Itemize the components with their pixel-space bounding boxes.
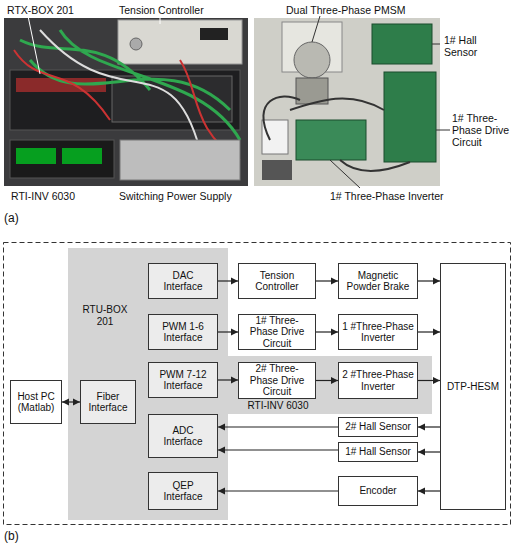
box-label: 1# Hall Sensor bbox=[345, 446, 411, 458]
box-label: DTP-HESM bbox=[447, 381, 499, 393]
process-box: 1# Hall Sensor bbox=[338, 442, 418, 462]
box-label: QEP Interface bbox=[152, 480, 214, 503]
leader-line bbox=[312, 16, 320, 42]
circuit-breaker bbox=[262, 120, 288, 154]
inverter-board bbox=[296, 120, 366, 160]
arrow-connector bbox=[418, 380, 440, 381]
photo-left bbox=[4, 18, 248, 186]
box-label: 2 #Three-Phase Inverter bbox=[342, 369, 414, 392]
interface-box: Fiber Interface bbox=[80, 380, 136, 424]
display-readout bbox=[16, 148, 56, 164]
tension-controller-unit bbox=[118, 20, 242, 64]
interface-box: DAC Interface bbox=[148, 263, 218, 299]
arrow-connector bbox=[418, 451, 440, 452]
arrow-connector bbox=[218, 280, 238, 281]
white-cable bbox=[40, 30, 200, 150]
process-box: 2# Hall Sensor bbox=[338, 417, 418, 437]
arrow-connector bbox=[418, 490, 440, 491]
leader-line bbox=[432, 44, 440, 45]
pmsm-motor bbox=[294, 42, 330, 78]
group-label: RTI-INV 6030 bbox=[238, 400, 318, 412]
arrow-connector bbox=[218, 490, 338, 491]
box-label: 1 #Three-Phase Inverter bbox=[342, 321, 414, 344]
group-band: RTU-BOX 201 DAC InterfacePWM 1-6 Interfac… bbox=[68, 248, 228, 520]
leader-line bbox=[436, 130, 450, 131]
leader-line bbox=[160, 16, 161, 24]
photo-label: 1# Three-Phase Drive Circuit bbox=[452, 112, 512, 148]
arrow-connector bbox=[218, 331, 238, 332]
box-label: 1# Three-Phase Drive Circuit bbox=[242, 315, 312, 350]
box-label: DAC Interface bbox=[152, 270, 214, 293]
photo-label: 1# Three-Phase Inverter bbox=[330, 190, 480, 202]
box-label: ADC Interface bbox=[152, 425, 214, 448]
arrow-connector bbox=[418, 280, 440, 281]
inverter-panel bbox=[10, 140, 114, 178]
wires bbox=[263, 96, 410, 170]
process-box: Magnetic Powder Brake bbox=[338, 263, 418, 299]
interface-box: PWM 7-12 Interface bbox=[148, 362, 218, 398]
controller-display bbox=[200, 28, 228, 40]
switching-power-supply bbox=[120, 140, 240, 180]
arrow-connector bbox=[62, 401, 80, 402]
leader-line bbox=[28, 16, 40, 74]
process-box: 2# Three-Phase Drive Circuit bbox=[238, 362, 316, 399]
box-label: Host PC (Matlab) bbox=[14, 391, 58, 414]
photo-label: 1# Hall Sensor bbox=[444, 34, 508, 58]
display-readout bbox=[62, 148, 102, 164]
process-box: Host PC (Matlab) bbox=[10, 380, 62, 424]
group-label: RTU-BOX 201 bbox=[74, 304, 136, 328]
interface-box: ADC Interface bbox=[148, 414, 218, 458]
box-label: Magnetic Powder Brake bbox=[342, 270, 414, 293]
box-label: Encoder bbox=[359, 485, 396, 497]
arrow-connector bbox=[316, 380, 338, 381]
photo-label: Switching Power Supply bbox=[118, 190, 233, 202]
interface-box: QEP Interface bbox=[148, 472, 218, 510]
photo-label: RTX-BOX 201 bbox=[6, 4, 75, 16]
group-band: RTI-INV 6030 2# Three-Phase Drive Circuit… bbox=[228, 356, 432, 414]
process-box: Encoder bbox=[338, 476, 418, 506]
photo-label: Dual Three-Phase PMSM bbox=[286, 4, 436, 16]
box-label: 2# Three-Phase Drive Circuit bbox=[242, 363, 312, 398]
arrow-connector bbox=[418, 426, 440, 427]
dashed-frame bbox=[4, 243, 511, 525]
green-cables bbox=[20, 30, 240, 140]
photo-label: Tension Controller bbox=[118, 4, 205, 16]
rack-ports bbox=[112, 76, 232, 122]
arrow-connector bbox=[218, 379, 238, 380]
photo-label: RTI-INV 6030 bbox=[10, 190, 76, 202]
interface-box: PWM 1-6 Interface bbox=[148, 314, 218, 350]
process-box: 2 #Three-Phase Inverter bbox=[338, 362, 418, 399]
process-box: 1 #Three-Phase Inverter bbox=[338, 314, 418, 350]
arrow-connector bbox=[218, 426, 338, 427]
hall-sensor-board bbox=[372, 24, 432, 64]
process-box: 1# Three-Phase Drive Circuit bbox=[238, 314, 316, 350]
arrow-connector bbox=[316, 331, 338, 332]
leader-line bbox=[330, 160, 360, 188]
box-label: 2# Hall Sensor bbox=[345, 421, 411, 433]
process-box: DTP-HESM bbox=[440, 263, 506, 510]
box-label: PWM 7-12 Interface bbox=[152, 369, 214, 392]
arrow-connector bbox=[418, 331, 440, 332]
drive-circuit-board bbox=[384, 72, 436, 162]
process-box: Tension Controller bbox=[238, 263, 316, 299]
connector bbox=[262, 160, 292, 180]
arrow-connector bbox=[316, 280, 338, 281]
photo-label: (a) bbox=[4, 212, 34, 226]
arrow-connector bbox=[218, 449, 338, 450]
photo-label: (b) bbox=[4, 530, 34, 544]
controller-knob bbox=[130, 38, 142, 50]
box-label: PWM 1-6 Interface bbox=[152, 321, 214, 344]
box-label: Tension Controller bbox=[242, 270, 312, 293]
box-label: Fiber Interface bbox=[84, 391, 132, 414]
photo-right bbox=[254, 18, 440, 186]
